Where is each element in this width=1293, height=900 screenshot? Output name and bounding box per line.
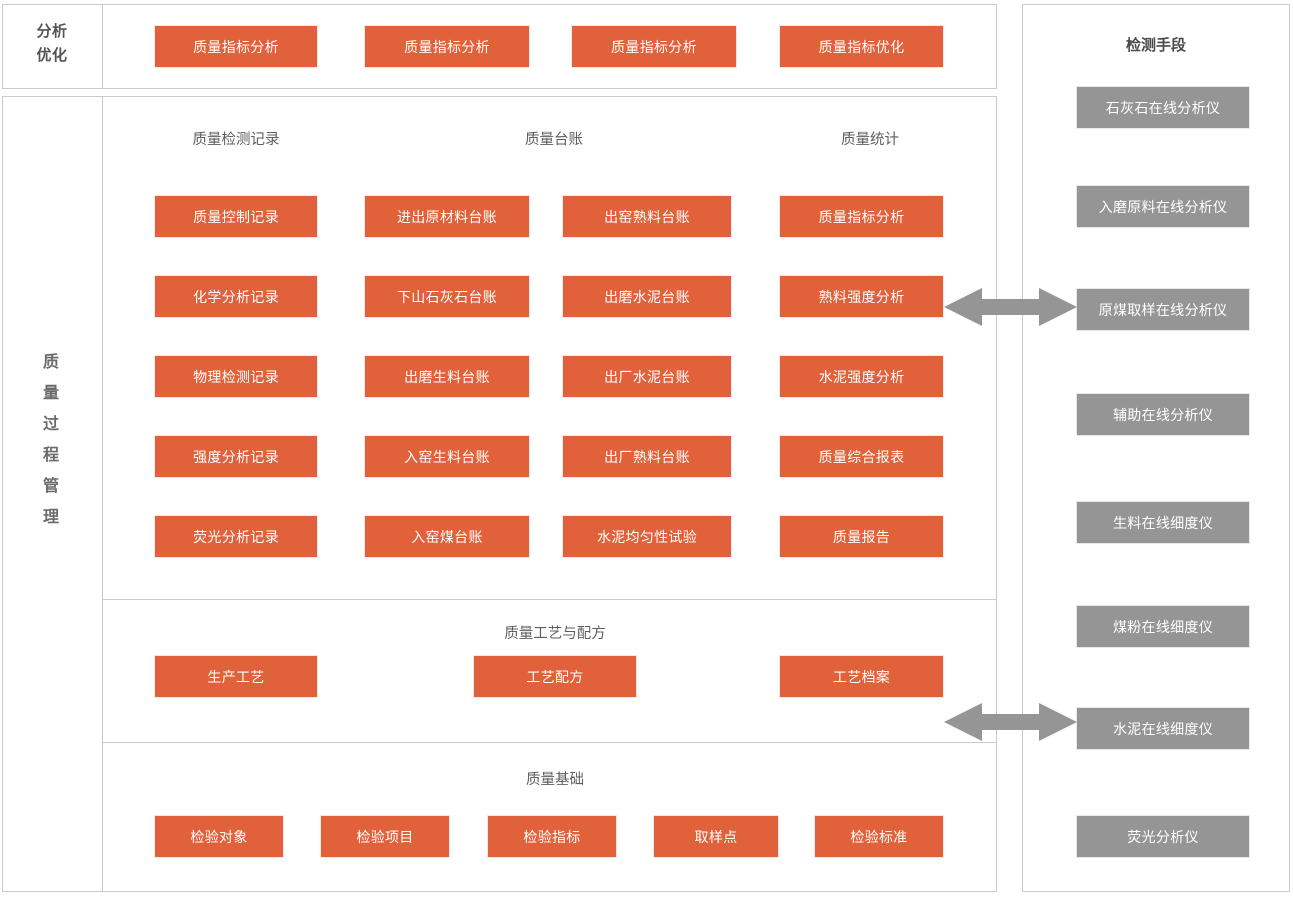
section-title-quality-foundation: 质量基础 xyxy=(526,772,584,788)
vlabel-char-5: 理 xyxy=(42,509,61,526)
analysis-optimization-label: 分析 优化 xyxy=(2,20,102,68)
box-ex-factory-cement-ledger[interactable]: 出厂水泥台账 xyxy=(562,355,732,398)
vlabel-char-2: 过 xyxy=(42,416,61,433)
box-mill-output-rawmeal-ledger[interactable]: 出磨生料台账 xyxy=(364,355,530,398)
main-panel-divider-process xyxy=(102,599,997,600)
box-quality-comprehensive-report[interactable]: 质量综合报表 xyxy=(779,435,944,478)
box-coal-powder-online-fineness-meter[interactable]: 煤粉在线细度仪 xyxy=(1076,605,1250,648)
box-cement-uniformity-test[interactable]: 水泥均匀性试验 xyxy=(562,515,732,558)
box-physical-inspection-record[interactable]: 物理检测记录 xyxy=(154,355,318,398)
box-inspection-standard[interactable]: 检验标准 xyxy=(814,815,944,858)
main-panel-divider-foundation xyxy=(102,742,997,743)
box-mill-feed-raw-material-online-analyzer[interactable]: 入磨原料在线分析仪 xyxy=(1076,185,1250,228)
vlabel-char-3: 程 xyxy=(42,447,61,464)
box-process-archive[interactable]: 工艺档案 xyxy=(779,655,944,698)
box-sampling-point[interactable]: 取样点 xyxy=(653,815,779,858)
quality-process-management-label: 质 量 过 程 管 理 xyxy=(2,347,102,533)
top-band-divider xyxy=(102,4,103,89)
top-box-quality-index-analysis-1[interactable]: 质量指标分析 xyxy=(154,25,318,68)
box-cement-online-fineness-meter[interactable]: 水泥在线细度仪 xyxy=(1076,707,1250,750)
box-process-formula[interactable]: 工艺配方 xyxy=(473,655,637,698)
box-quality-report[interactable]: 质量报告 xyxy=(779,515,944,558)
vlabel-char-4: 管 xyxy=(42,478,61,495)
vlabel-char-0: 质 xyxy=(42,354,61,371)
box-kiln-feed-rawmeal-ledger[interactable]: 入窑生料台账 xyxy=(364,435,530,478)
box-raw-coal-sampling-online-analyzer[interactable]: 原煤取样在线分析仪 xyxy=(1076,288,1250,331)
box-chemical-analysis-record[interactable]: 化学分析记录 xyxy=(154,275,318,318)
upper-double-arrow-icon xyxy=(944,285,1077,329)
box-fluorescence-analysis-record[interactable]: 荧光分析记录 xyxy=(154,515,318,558)
analysis-optimization-label-line1: 分析 xyxy=(36,23,68,40)
box-inspection-item[interactable]: 检验项目 xyxy=(320,815,450,858)
box-fluorescence-analyzer[interactable]: 荧光分析仪 xyxy=(1076,815,1250,858)
box-cement-strength-analysis[interactable]: 水泥强度分析 xyxy=(779,355,944,398)
box-downhill-limestone-ledger[interactable]: 下山石灰石台账 xyxy=(364,275,530,318)
box-kiln-output-clinker-ledger[interactable]: 出窑熟料台账 xyxy=(562,195,732,238)
group-title-quality-ledger: 质量台账 xyxy=(525,132,583,148)
box-production-process[interactable]: 生产工艺 xyxy=(154,655,318,698)
box-kiln-coal-ledger[interactable]: 入窑煤台账 xyxy=(364,515,530,558)
group-title-quality-inspection-records: 质量检测记录 xyxy=(192,132,280,148)
top-box-quality-index-analysis-3[interactable]: 质量指标分析 xyxy=(571,25,737,68)
top-box-quality-index-analysis-2[interactable]: 质量指标分析 xyxy=(364,25,530,68)
box-quality-control-record[interactable]: 质量控制记录 xyxy=(154,195,318,238)
box-inspection-object[interactable]: 检验对象 xyxy=(154,815,284,858)
box-strength-analysis-record[interactable]: 强度分析记录 xyxy=(154,435,318,478)
box-raw-material-inout-ledger[interactable]: 进出原材料台账 xyxy=(364,195,530,238)
top-box-quality-index-optimization[interactable]: 质量指标优化 xyxy=(779,25,944,68)
vlabel-char-1: 量 xyxy=(42,385,61,402)
detection-means-panel xyxy=(1022,4,1290,892)
box-quality-index-analysis[interactable]: 质量指标分析 xyxy=(779,195,944,238)
box-ex-factory-clinker-ledger[interactable]: 出厂熟料台账 xyxy=(562,435,732,478)
box-auxiliary-online-analyzer[interactable]: 辅助在线分析仪 xyxy=(1076,393,1250,436)
group-title-quality-statistics: 质量统计 xyxy=(841,132,899,148)
detection-means-title: 检测手段 xyxy=(1125,37,1186,54)
main-panel-left-divider xyxy=(102,96,103,892)
box-limestone-online-analyzer[interactable]: 石灰石在线分析仪 xyxy=(1076,86,1250,129)
section-title-quality-process-formula: 质量工艺与配方 xyxy=(504,626,606,642)
lower-double-arrow-icon xyxy=(944,700,1077,744)
box-inspection-index[interactable]: 检验指标 xyxy=(487,815,617,858)
box-clinker-strength-analysis[interactable]: 熟料强度分析 xyxy=(779,275,944,318)
analysis-optimization-label-line2: 优化 xyxy=(36,47,68,64)
box-rawmeal-online-fineness-meter[interactable]: 生料在线细度仪 xyxy=(1076,501,1250,544)
box-mill-output-cement-ledger[interactable]: 出磨水泥台账 xyxy=(562,275,732,318)
